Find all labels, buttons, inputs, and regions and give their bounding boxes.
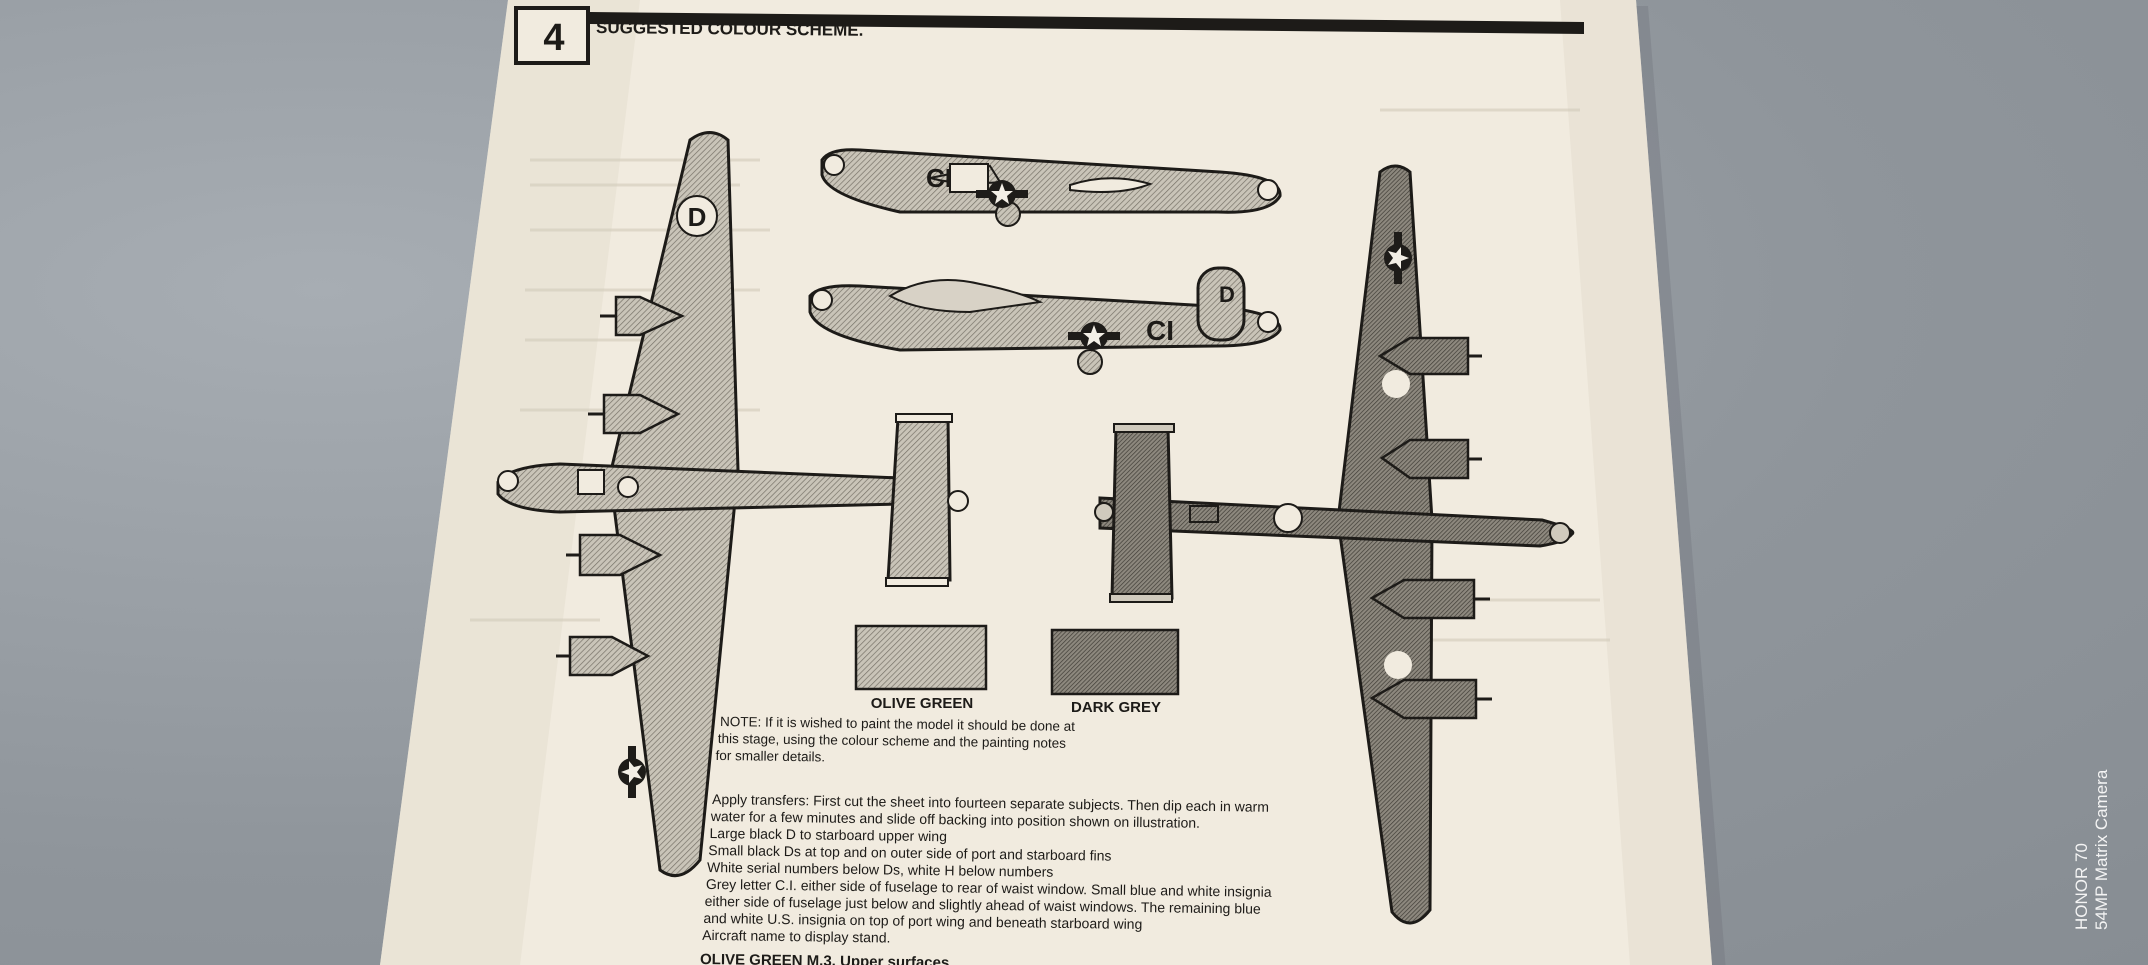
transfer-line-4: Small black Ds at top and on outer side … bbox=[708, 842, 1111, 864]
transfer-line-6: Grey letter C.I. either side of fuselage… bbox=[706, 876, 1272, 900]
footer-line: OLIVE GREEN M.3. Upper surfaces bbox=[700, 951, 949, 965]
step-number: 4 bbox=[543, 17, 564, 59]
note-line-3: for smaller details. bbox=[715, 748, 825, 765]
transfer-line-2: water for a few minutes and slide off ba… bbox=[710, 808, 1200, 831]
swatch-label-dark-grey: DARK GREY bbox=[1071, 699, 1161, 716]
watermark-model: HONOR 70 bbox=[2072, 843, 2091, 930]
transfer-line-8: and white U.S. insignia on top of port w… bbox=[703, 910, 1142, 932]
fuselage-code-upper: CI bbox=[926, 163, 952, 193]
fuselage-code-lower: CI bbox=[1146, 315, 1174, 346]
transfer-line-5: White serial numbers below Ds, white H b… bbox=[707, 859, 1053, 880]
step-header: 4 SUGGESTED COLOUR SCHEME. bbox=[514, 6, 1584, 65]
wing-letter-roundel bbox=[676, 195, 718, 237]
aircraft-side-view-upper: CI bbox=[820, 148, 1282, 227]
step-number-box bbox=[514, 6, 590, 65]
header-rule bbox=[590, 12, 1584, 34]
note-line-2: this stage, using the colour scheme and … bbox=[718, 731, 1067, 751]
transfer-line-3: Large black D to starboard upper wing bbox=[709, 825, 947, 844]
camera-watermark: HONOR 70 54MP Matrix Camera bbox=[2070, 640, 2111, 940]
fin-letter: D bbox=[1219, 282, 1235, 307]
aircraft-side-view-lower: D CI bbox=[808, 266, 1282, 375]
painting-note: NOTE: If it is wished to paint the model… bbox=[715, 714, 1075, 765]
transfer-line-1: Apply transfers: First cut the sheet int… bbox=[712, 791, 1269, 815]
transfer-line-7: either side of fuselage just below and s… bbox=[705, 893, 1262, 917]
aircraft-top-view: D bbox=[496, 131, 969, 878]
colour-swatches: OLIVE GREEN DARK GREY bbox=[854, 624, 1180, 716]
swatch-dark-grey bbox=[1050, 628, 1180, 696]
step-heading: SUGGESTED COLOUR SCHEME. bbox=[596, 18, 863, 40]
swatch-label-olive-green: OLIVE GREEN bbox=[871, 695, 974, 712]
watermark-camera: 54MP Matrix Camera bbox=[2092, 769, 2111, 930]
swatch-olive-green bbox=[854, 624, 988, 691]
transfer-instructions: Apply transfers: First cut the sheet int… bbox=[702, 791, 1272, 946]
wing-letter: D bbox=[688, 202, 707, 232]
aircraft-bottom-view bbox=[1094, 164, 1575, 925]
transfer-line-9: Aircraft name to display stand. bbox=[702, 927, 891, 946]
note-line-1: NOTE: If it is wished to paint the model… bbox=[720, 714, 1075, 734]
